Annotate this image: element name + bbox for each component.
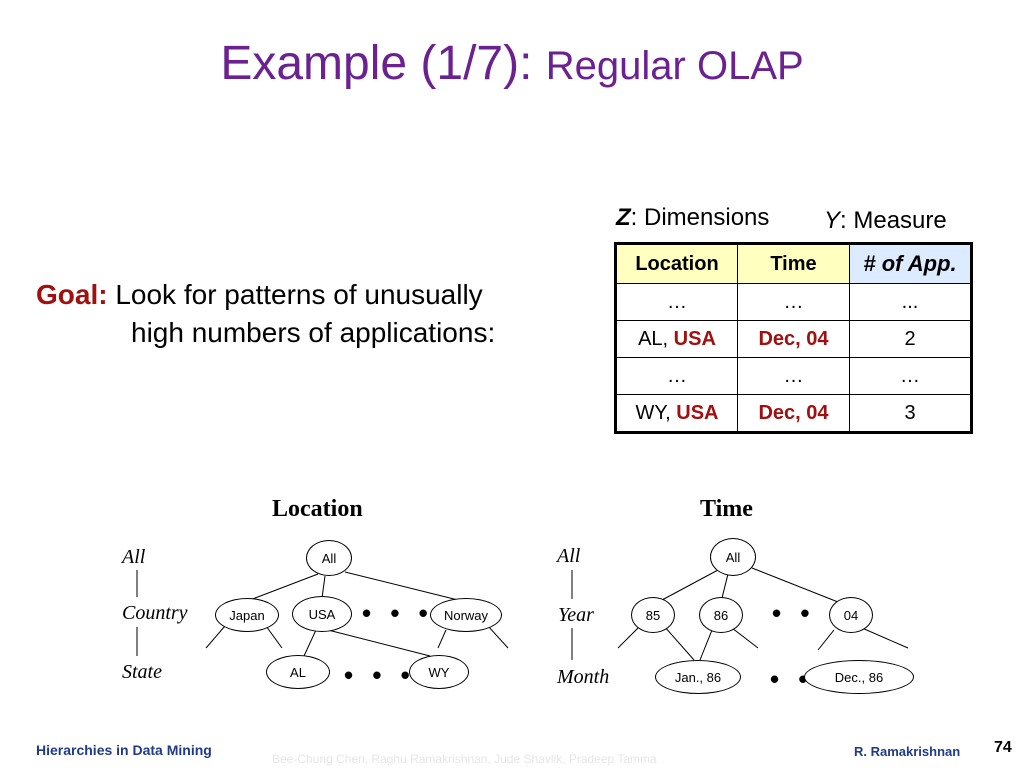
- table-header-row: Location Time # of App.: [615, 243, 972, 284]
- header-location: Location: [615, 243, 738, 284]
- time-level-year: Year: [558, 604, 594, 626]
- node-japan: Japan: [215, 598, 279, 632]
- cell-time: …: [737, 357, 850, 395]
- table-row: AL, USA Dec, 04 2: [615, 320, 972, 358]
- location-edge: [437, 629, 447, 649]
- node-jan-86: Jan., 86: [655, 660, 741, 694]
- location-state-ellipsis: • • •: [344, 660, 416, 690]
- time-edge: [817, 629, 835, 651]
- y-symbol: Y: [824, 207, 841, 234]
- time-edge: [861, 627, 909, 649]
- time-level-all: All: [557, 545, 581, 567]
- y-text: : Measure: [840, 207, 947, 234]
- location-edge: [321, 575, 326, 599]
- applications-table: Location Time # of App. … … ... AL, USA …: [614, 242, 973, 434]
- goal-line1: Look for patterns of unusually: [107, 279, 483, 310]
- time-edge: [617, 625, 641, 649]
- location-edge: [487, 625, 509, 649]
- goal-line2: high numbers of applications:: [131, 317, 496, 348]
- goal-statement: Goal: Look for patterns of unusually hig…: [36, 276, 495, 352]
- z-symbol: Z: [616, 204, 631, 231]
- node-time-all: All: [710, 538, 756, 576]
- location-edge: [205, 625, 226, 649]
- measure-label: Y: Measure: [824, 207, 947, 235]
- cell-time: Dec, 04: [737, 320, 850, 358]
- cell-location: AL, USA: [615, 320, 738, 358]
- page-number: 74: [994, 739, 1012, 756]
- location-edge: [265, 625, 283, 649]
- node-dec-86: Dec., 86: [804, 660, 914, 694]
- header-time: Time: [737, 243, 850, 284]
- time-edge: [663, 625, 695, 661]
- location-level-country: Country: [122, 602, 188, 624]
- node-usa: USA: [292, 596, 352, 632]
- cell-count: ...: [849, 283, 972, 321]
- location-edge: [249, 573, 319, 601]
- footer-author: R. Ramakrishnan: [854, 744, 961, 759]
- time-level-month: Month: [557, 666, 610, 688]
- location-level-all: All: [122, 546, 146, 568]
- time-edge: [731, 627, 759, 649]
- node-location-all: All: [306, 540, 352, 576]
- table-row: WY, USA Dec, 04 3: [615, 394, 972, 433]
- node-year-04: 04: [829, 597, 873, 633]
- z-text: : Dimensions: [630, 204, 770, 231]
- cell-time: Dec, 04: [737, 394, 850, 433]
- time-edge: [699, 629, 713, 661]
- node-al: AL: [266, 655, 330, 689]
- location-country-ellipsis: • • •: [362, 598, 434, 628]
- time-edge: [661, 569, 719, 601]
- dimensions-label: Z: Dimensions: [616, 204, 769, 232]
- cell-location: WY, USA: [615, 394, 738, 433]
- location-edge: [303, 629, 317, 657]
- time-month-ellipsis: • •: [770, 664, 814, 694]
- node-norway: Norway: [430, 598, 502, 632]
- location-edge: [344, 571, 459, 601]
- cell-time: …: [737, 283, 850, 321]
- title-main: Example (1/7):: [220, 37, 546, 90]
- goal-label: Goal:: [36, 279, 108, 310]
- time-edge: [751, 567, 839, 603]
- cell-location: …: [615, 357, 738, 395]
- time-year-ellipsis: • • •: [772, 598, 844, 628]
- location-level-state: State: [122, 661, 162, 683]
- slide-title: Example (1/7): Regular OLAP: [0, 36, 1024, 91]
- node-wy: WY: [409, 655, 469, 689]
- cell-location: …: [615, 283, 738, 321]
- node-year-85: 85: [631, 597, 675, 633]
- time-hierarchy-title: Time: [700, 496, 753, 522]
- location-hierarchy-title: Location: [272, 496, 363, 522]
- footer-credit: Bee-Chung Chen, Raghu Ramakrishnan, Jude…: [272, 752, 657, 766]
- cell-count: 3: [849, 394, 972, 433]
- location-edge: [327, 629, 431, 657]
- table-row: … … ...: [615, 283, 972, 321]
- node-year-86: 86: [699, 597, 743, 633]
- footer-left: Hierarchies in Data Mining: [36, 742, 212, 758]
- header-count: # of App.: [849, 243, 972, 284]
- title-sub: Regular OLAP: [545, 44, 804, 88]
- time-edge: [721, 573, 729, 599]
